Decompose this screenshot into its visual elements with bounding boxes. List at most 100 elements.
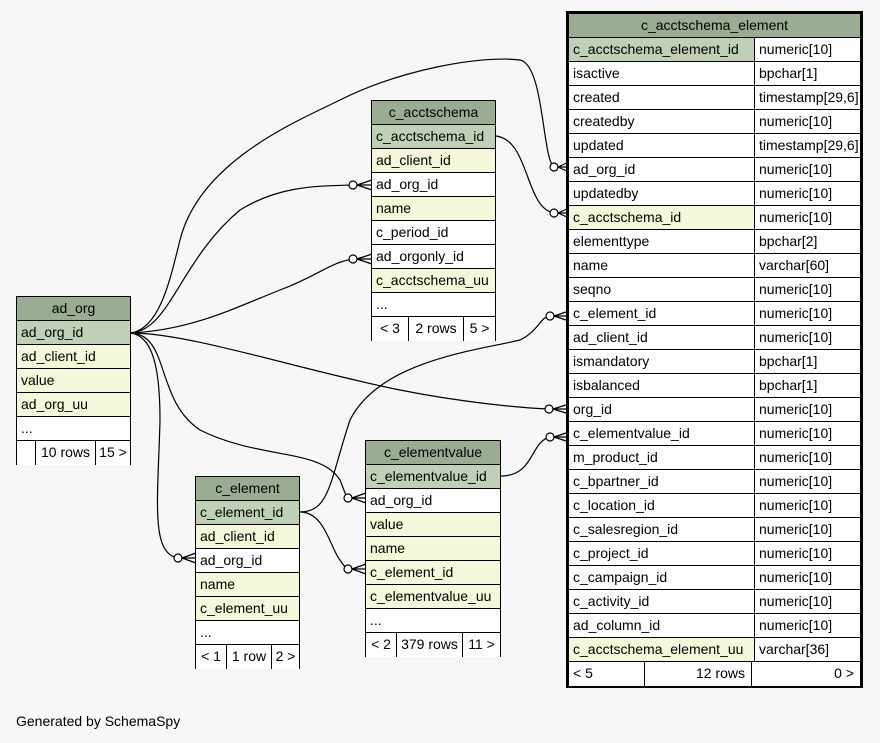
children-link[interactable]: 2 >	[271, 645, 299, 669]
column-type: numeric[10]	[754, 422, 860, 445]
relationship-edge	[299, 511, 350, 570]
column-row[interactable]: ad_org_id	[366, 489, 500, 513]
column-name: c_location_id	[569, 494, 754, 517]
column-row[interactable]: ad_client_id	[17, 345, 130, 369]
column-row[interactable]: value	[17, 369, 130, 393]
column-row[interactable]: ad_org_id	[196, 549, 299, 573]
column-name: ad_org_id	[196, 549, 299, 572]
column-type: varchar[36]	[754, 638, 860, 661]
column-row[interactable]: ...	[372, 293, 495, 317]
column-name: ad_column_id	[569, 614, 754, 637]
table-header[interactable]: ad_org	[17, 297, 130, 321]
many-marker	[356, 179, 373, 191]
table-header[interactable]: c_acctschema_element	[569, 14, 860, 38]
parents-link[interactable]: < 3	[380, 320, 400, 336]
column-name: c_element_uu	[196, 597, 299, 620]
column-name: created	[569, 86, 754, 109]
column-name: seqno	[569, 278, 754, 301]
column-row[interactable]: c_element_id	[196, 501, 299, 525]
column-row[interactable]: c_elementvalue_uu	[366, 585, 500, 609]
column-name: name	[372, 197, 495, 220]
column-name: ...	[196, 621, 299, 644]
column-type: bpchar[1]	[754, 374, 860, 397]
table-header[interactable]: c_acctschema	[372, 101, 495, 125]
column-name: c_elementvalue_uu	[366, 585, 500, 608]
optional-marker	[545, 432, 555, 442]
children-link[interactable]: 0 >	[751, 662, 860, 686]
column-row[interactable]: ...	[17, 417, 130, 441]
optional-marker	[343, 564, 353, 574]
column-row[interactable]: ad_org_uu	[17, 393, 130, 417]
column-row[interactable]: c_element_id	[366, 561, 500, 585]
children-link[interactable]: 15 >	[95, 441, 130, 465]
column-row[interactable]: ad_orgonly_id	[372, 245, 495, 269]
column-row[interactable]: ad_client_id	[372, 149, 495, 173]
column-row[interactable]: c_acctschema_uu	[372, 269, 495, 293]
column-row[interactable]: ad_org_id	[372, 173, 495, 197]
column-name: c_acctschema_id	[569, 206, 754, 229]
parents-link[interactable]: < 5	[573, 665, 593, 681]
relationship-edge	[130, 58, 556, 334]
column-type: numeric[10]	[754, 542, 860, 565]
column-name: ...	[372, 293, 495, 316]
table-header[interactable]: c_element	[196, 477, 299, 501]
children-link[interactable]: 5 >	[463, 317, 495, 341]
column-row[interactable]: value	[366, 513, 500, 537]
column-row[interactable]: ad_org_id	[17, 321, 130, 345]
parents-link[interactable]: < 1	[201, 648, 221, 664]
column-row[interactable]: name	[372, 197, 495, 221]
column-row[interactable]: c_elementvalue_id	[366, 465, 500, 489]
relationship-edge	[130, 332, 551, 410]
column-row[interactable]: ...	[366, 609, 500, 633]
column-name: value	[366, 513, 500, 536]
column-name: ad_client_id	[372, 149, 495, 172]
column-row[interactable]: name	[196, 573, 299, 597]
parents-link[interactable]	[17, 441, 35, 465]
column-name: c_acctschema_uu	[372, 269, 495, 292]
column-row[interactable]: c_element_uu	[196, 597, 299, 621]
column-row[interactable]: c_period_id	[372, 221, 495, 245]
column-row[interactable]: ad_client_id	[196, 525, 299, 549]
column-type: numeric[10]	[754, 110, 860, 133]
parents-link[interactable]: < 2	[371, 636, 391, 652]
children-link[interactable]: 11 >	[462, 633, 500, 657]
column-row[interactable]: c_acctschema_id	[372, 125, 495, 149]
table-header[interactable]: c_elementvalue	[366, 441, 500, 465]
column-row[interactable]: name	[366, 537, 500, 561]
column-row[interactable]: ...	[196, 621, 299, 645]
column-name: c_activity_id	[569, 590, 754, 613]
